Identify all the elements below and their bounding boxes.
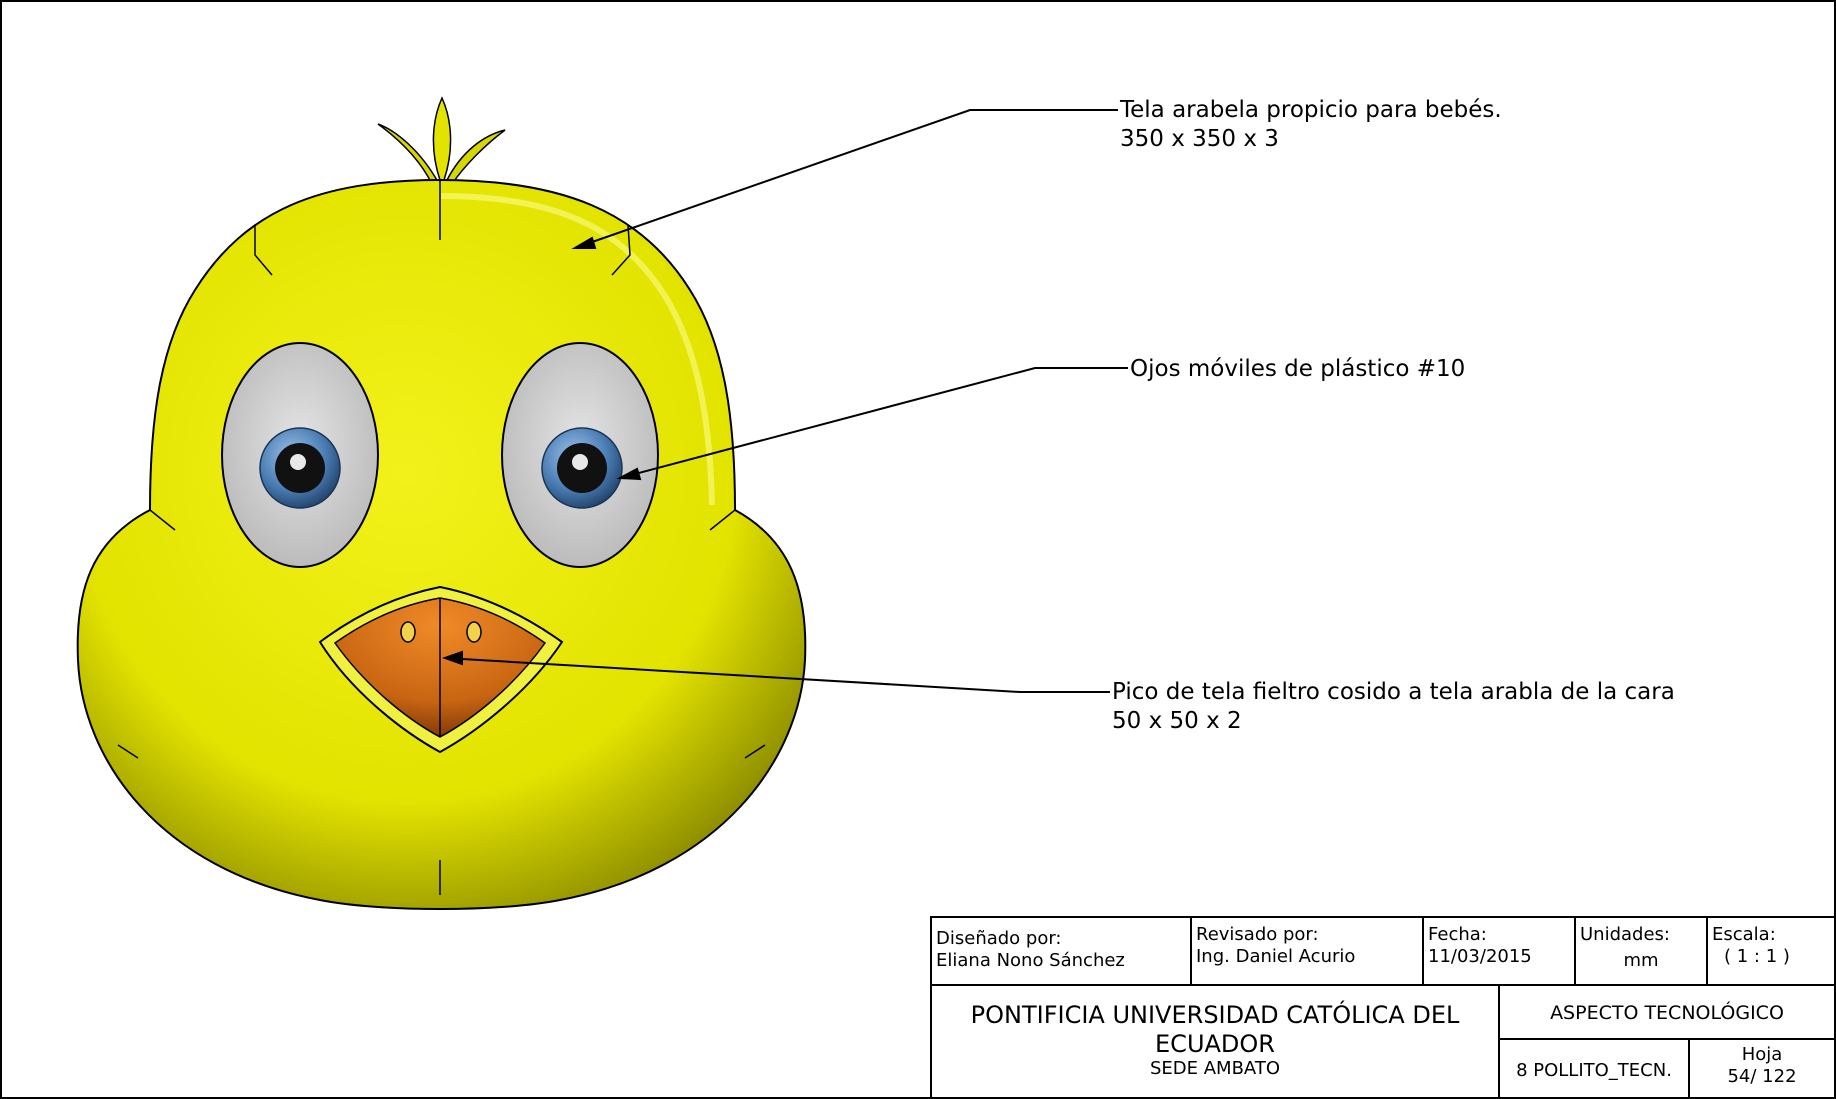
callout-eyes-text: Ojos móviles de plástico #10 bbox=[1130, 356, 1466, 382]
units-value: mm bbox=[1623, 950, 1659, 971]
callout-beak: Pico de tela fieltro cosido a tela arabl… bbox=[1112, 678, 1675, 736]
aspect: ASPECTO TECNOLÓGICO bbox=[1550, 1002, 1784, 1024]
scale: Escala: ( 1 : 1 ) bbox=[1708, 918, 1834, 984]
sheet-label: Hoja bbox=[1741, 1044, 1783, 1065]
right-eye bbox=[501, 342, 659, 568]
beak bbox=[318, 585, 564, 754]
date-value: 11/03/2015 bbox=[1428, 946, 1532, 967]
sheet: Hoja 54/ 122 bbox=[1690, 1042, 1834, 1090]
designed-by-label: Diseñado por: bbox=[936, 928, 1062, 949]
reviewed-by: Revisado por: Ing. Daniel Acurio bbox=[1192, 918, 1422, 984]
units: Unidades: mm bbox=[1576, 918, 1706, 984]
institution: PONTIFICIA UNIVERSIDAD CATÓLICA DEL ECUA… bbox=[932, 998, 1498, 1098]
date: Fecha: 11/03/2015 bbox=[1424, 918, 1574, 984]
callout-fabric: Tela arabela propicio para bebés. 350 x … bbox=[1120, 96, 1502, 154]
callout-beak-title: Pico de tela fieltro cosido a tela arabl… bbox=[1112, 679, 1675, 705]
scale-value: ( 1 : 1 ) bbox=[1724, 946, 1790, 967]
callout-fabric-title: Tela arabela propicio para bebés. bbox=[1120, 97, 1502, 123]
title-block: Diseñado por: Eliana Nono Sánchez Revisa… bbox=[930, 916, 1836, 1099]
callout-fabric-dimensions: 350 x 350 x 3 bbox=[1120, 126, 1279, 152]
head-tuft bbox=[377, 96, 506, 185]
chick-body bbox=[76, 178, 807, 910]
campus-name: SEDE AMBATO bbox=[1149, 1058, 1281, 1079]
sheet-value: 54/ 122 bbox=[1727, 1066, 1797, 1087]
left-eye bbox=[221, 342, 379, 568]
scale-label: Escala: bbox=[1712, 924, 1776, 945]
designed-by-value: Eliana Nono Sánchez bbox=[936, 950, 1125, 971]
designed-by: Diseñado por: Eliana Nono Sánchez bbox=[932, 918, 1190, 984]
reviewed-by-label: Revisado por: bbox=[1196, 924, 1319, 945]
leader-lines bbox=[441, 109, 1128, 693]
units-label: Unidades: bbox=[1580, 924, 1670, 945]
reviewed-by-value: Ing. Daniel Acurio bbox=[1196, 946, 1356, 967]
title-block-divider bbox=[932, 984, 1834, 986]
callout-beak-dimensions: 50 x 50 x 2 bbox=[1112, 708, 1242, 734]
callout-eyes: Ojos móviles de plástico #10 bbox=[1130, 355, 1465, 384]
institution-name-line1: PONTIFICIA UNIVERSIDAD CATÓLICA DEL bbox=[970, 1001, 1460, 1029]
drawing-name: 8 POLLITO_TECN. bbox=[1516, 1060, 1672, 1081]
date-label: Fecha: bbox=[1428, 924, 1487, 945]
chick-figure bbox=[76, 96, 807, 910]
institution-name-line2: ECUADOR bbox=[1155, 1030, 1275, 1058]
